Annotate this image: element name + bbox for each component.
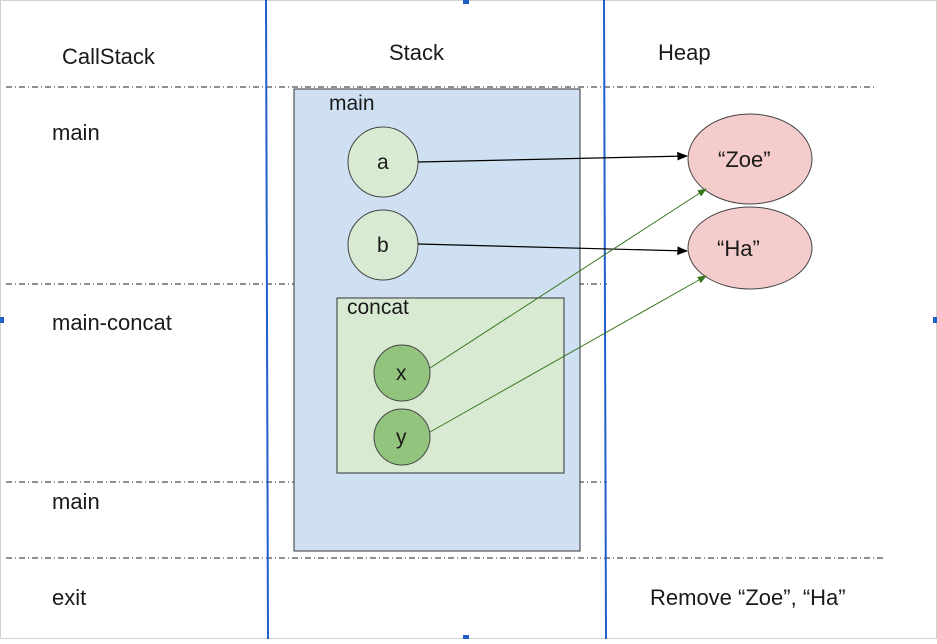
concat-frame-label: concat (347, 296, 409, 319)
variable-b-label: b (377, 234, 389, 257)
heap-exit-note: Remove “Zoe”, “Ha” (650, 585, 846, 610)
heap-column-header: Heap (658, 40, 711, 65)
handle-left (0, 317, 4, 323)
arrow-a-to-zoe (417, 151, 689, 163)
handle-top (463, 0, 469, 4)
column-divider-left (265, 0, 269, 640)
main-frame-label: main (329, 92, 375, 115)
stack-column-header: Stack (389, 40, 445, 65)
callstack-row-main-return: main (52, 489, 100, 514)
heap-object-zoe-label: “Zoe” (718, 147, 771, 172)
callstack-row-main-concat: main-concat (52, 310, 172, 335)
callstack-row-exit: exit (52, 585, 86, 610)
variable-y-label: y (396, 426, 407, 449)
callstack-row-main: main (52, 120, 100, 145)
handle-bottom (463, 635, 469, 639)
heap-object-ha-label: “Ha” (717, 236, 760, 261)
variable-a-label: a (377, 151, 389, 174)
arrow-b-to-ha (417, 243, 689, 256)
variable-x-label: x (396, 362, 407, 385)
arrow-x-to-zoe (429, 188, 707, 369)
column-divider-right (603, 0, 607, 640)
handle-right (933, 317, 937, 323)
variable-x-circle (373, 344, 431, 402)
arrow-y-to-ha (429, 275, 707, 433)
variable-b-circle (347, 209, 419, 281)
concat-stack-frame (336, 297, 565, 474)
callstack-column-header: CallStack (62, 44, 156, 69)
variable-y-circle (373, 408, 431, 466)
